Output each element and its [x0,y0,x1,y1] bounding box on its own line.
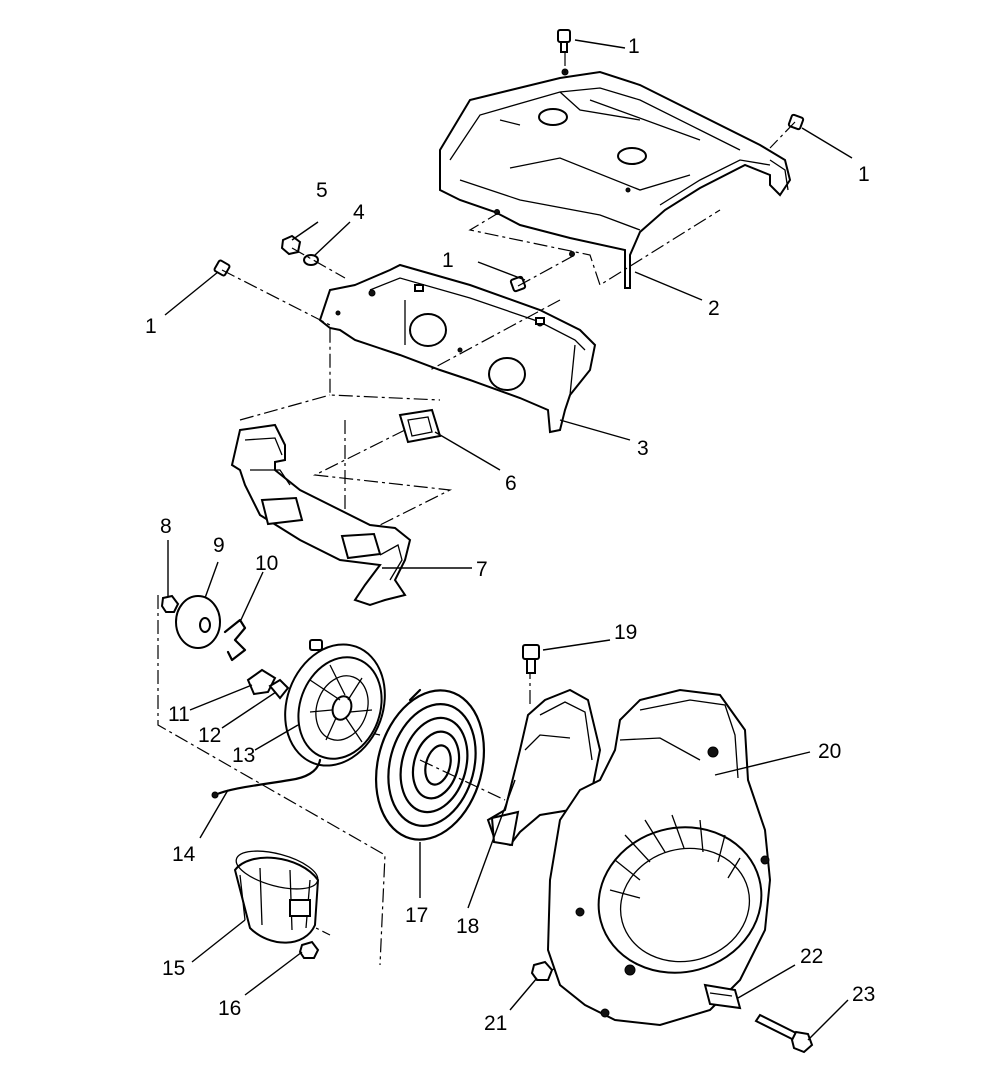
callout-14: 14 [172,843,196,866]
rope-part-14 [211,758,322,799]
clip-part-22 [703,983,742,1010]
callout-13: 13 [232,744,256,767]
callout-10: 10 [255,552,279,575]
pawl-part-11 [246,668,277,696]
callout-16: 16 [218,997,242,1020]
blower-housing-part-20 [546,688,772,1027]
starter-cup-part-15 [233,850,320,944]
callout-3: 3 [637,437,649,460]
plate-part-9 [175,595,221,649]
callout-18: 18 [456,915,480,938]
callout-21: 21 [484,1012,508,1035]
callout-22: 22 [800,945,824,968]
callout-23: 23 [852,983,876,1006]
callout-15: 15 [162,957,186,980]
callout-19: 19 [614,621,638,644]
pawl-spring-part-12 [268,678,290,700]
nut-part-21 [530,960,554,981]
clip-part-10 [223,618,247,662]
bolt-part-16 [298,940,320,959]
callout-2: 2 [708,297,720,320]
callout-1-top: 1 [628,35,640,58]
callout-12: 12 [198,724,222,747]
bolt-part-1-top [557,29,571,53]
bolt-part-23 [754,1013,814,1054]
callout-11: 11 [168,703,190,726]
callout-4: 4 [353,201,365,224]
callout-1-middle: 1 [442,249,454,272]
recoil-spring-part-17 [374,688,486,841]
callout-8: 8 [160,515,172,538]
callout-20: 20 [818,740,842,763]
bolt-part-1-right [787,113,805,131]
bolt-part-1-middle [509,275,527,293]
washer-part-4 [303,254,319,266]
leader-lines [164,39,853,1041]
bolt-part-19 [522,644,540,674]
callout-7: 7 [476,558,488,581]
callout-1-left: 1 [145,315,157,338]
pulley-part-13 [284,639,386,767]
callout-1-right: 1 [858,163,870,186]
gasket-part-6 [398,408,442,444]
nut-part-8 [160,594,180,613]
bracket-part-7 [230,423,412,607]
engine-shroud-part-2 [439,68,792,289]
baffle-part-3 [318,263,597,434]
callout-6: 6 [505,472,517,495]
callout-5: 5 [316,179,328,202]
callout-9: 9 [213,534,225,557]
callout-17: 17 [405,904,429,927]
